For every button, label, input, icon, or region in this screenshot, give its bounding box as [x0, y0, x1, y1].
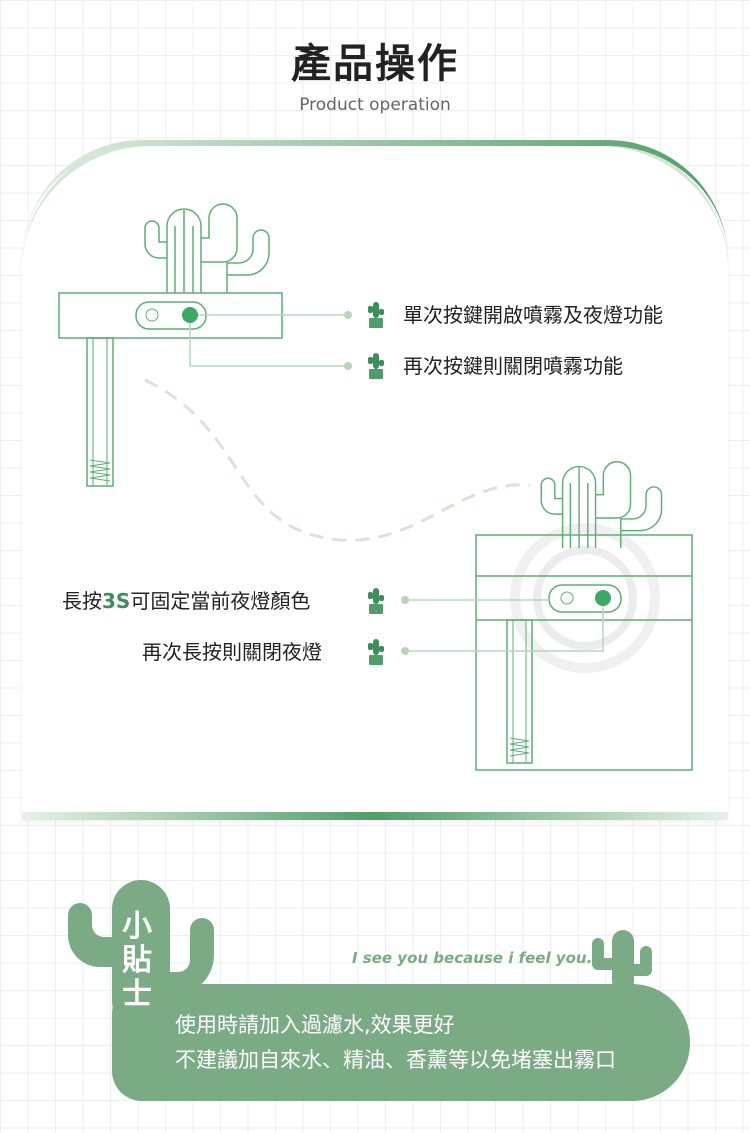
tips-slogan: I see you because i feel you. [352, 949, 593, 967]
step3-prefix: 長按 [62, 589, 102, 613]
tips-title-char: 小 [122, 909, 152, 944]
operation-step-2: 再次按鍵則關閉噴霧功能 [403, 354, 623, 378]
tips-title-char: 士 [122, 977, 152, 1012]
cactus-bullet-icon [368, 353, 384, 379]
tips-title-char: 貼 [122, 943, 152, 978]
dashed-path [144, 378, 531, 542]
device-front-view [368, 460, 693, 771]
page-subtitle: Product operation [299, 95, 451, 115]
step3-highlight: 3S [102, 589, 131, 613]
tips-title: 小 貼 士 [120, 910, 154, 1012]
cactus-bullet-icon [368, 302, 384, 328]
operation-step-3: 長按3S可固定當前夜燈顏色 [62, 588, 310, 614]
device-top-view [58, 203, 384, 487]
operation-step-1: 單次按鍵開啟噴霧及夜燈功能 [403, 303, 663, 327]
card-bottom-bar [22, 812, 728, 820]
tips-line-2: 不建議加自來水、精油、香薰等以免堵塞出霧口 [175, 1048, 616, 1072]
page-title: 產品操作 [291, 41, 459, 87]
operation-step-4: 再次長按則關閉夜燈 [142, 640, 322, 664]
power-button-icon [182, 307, 198, 323]
cactus-bullet-icon [368, 588, 384, 614]
step3-suffix: 可固定當前夜燈顏色 [130, 589, 311, 613]
tips-line-1: 使用時請加入過濾水,效果更好 [175, 1013, 455, 1037]
tips-cactus-shape [68, 880, 690, 1101]
cactus-bullet-icon [368, 639, 384, 665]
power-button-icon [595, 590, 611, 606]
